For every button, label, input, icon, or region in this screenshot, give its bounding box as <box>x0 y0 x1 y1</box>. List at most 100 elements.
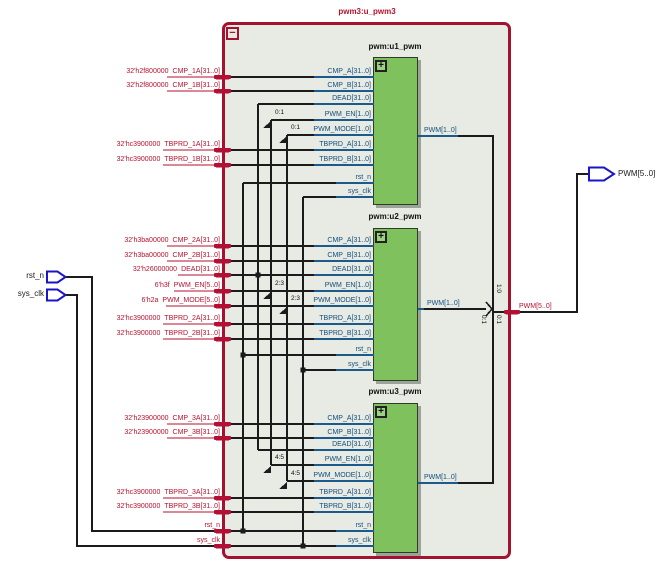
net-value: 32'hc3900000 <box>116 503 161 510</box>
port-label[interactable]: CMP_B[31..0] <box>327 252 371 259</box>
input-port-sys-clk[interactable] <box>46 288 68 302</box>
port-label[interactable]: TBPRD_B[31..0] <box>319 503 371 510</box>
net-value: 32'h3ba00000 <box>124 237 169 244</box>
net-underlines <box>163 76 221 513</box>
port-label-out[interactable]: PWM[1..0] <box>424 127 457 134</box>
slice-label: 0:1 <box>291 124 301 131</box>
net-value: 6'h2a <box>141 297 159 304</box>
net-name: CMP_3B[31..0] <box>172 429 220 436</box>
input-label-sys-clk[interactable]: sys_clk <box>17 289 44 298</box>
slice-label: 4:5 <box>291 470 301 477</box>
merge-label: 0:1 <box>480 315 487 325</box>
instance-block-u2[interactable]: + <box>373 228 418 381</box>
port-stubs <box>314 76 458 547</box>
port-label[interactable]: rst_n <box>355 346 371 353</box>
port-label[interactable]: DEAD[31..0] <box>332 441 371 448</box>
output-net-label[interactable]: PWM[5..0] <box>519 303 552 310</box>
port-label[interactable]: PWM_EN[1..0] <box>324 456 371 463</box>
port-label[interactable]: CMP_B[31..0] <box>327 429 371 436</box>
module-title: pwm3:u_pwm3 <box>338 7 396 16</box>
instance-block-u1[interactable]: + <box>373 57 418 205</box>
net-value: 32'h26000000 <box>132 266 178 273</box>
net-value: 32'hc3900000 <box>116 330 161 337</box>
net-label[interactable]: sys_clk <box>0 536 220 545</box>
port-label[interactable]: sys_clk <box>348 361 371 368</box>
port-label[interactable]: TBPRD_B[31..0] <box>319 156 371 163</box>
port-label[interactable]: PWM_MODE[1..0] <box>313 297 371 304</box>
net-value: 32'h2f800000 <box>126 82 169 89</box>
port-label[interactable]: CMP_B[31..0] <box>327 82 371 89</box>
port-label[interactable]: TBPRD_B[31..0] <box>319 330 371 337</box>
net-name: rst_n <box>204 522 220 529</box>
expand-icon-u2[interactable]: + <box>375 231 387 243</box>
net-value: 6'h3f <box>154 282 170 289</box>
port-label[interactable]: TBPRD_A[31..0] <box>319 489 371 496</box>
net-name: TBPRD_2A[31..0] <box>164 315 220 322</box>
net-name: sys_clk <box>197 537 220 544</box>
input-label-rst-n[interactable]: rst_n <box>26 271 44 280</box>
output-port-pwm[interactable] <box>588 166 616 182</box>
port-label[interactable]: PWM_MODE[1..0] <box>313 472 371 479</box>
slice-label: 0:1 <box>275 109 285 116</box>
net-name: CMP_2A[31..0] <box>172 237 220 244</box>
net-value: 32'hc3900000 <box>116 156 161 163</box>
net-name: TBPRD_3B[31..0] <box>164 503 220 510</box>
net-value: 32'hc3900000 <box>116 315 161 322</box>
collapse-icon[interactable]: − <box>226 27 239 40</box>
port-label[interactable]: rst_n <box>355 174 371 181</box>
junction-dots <box>240 272 306 549</box>
output-label-pwm[interactable]: PWM[5..0] <box>618 169 656 178</box>
port-label[interactable]: TBPRD_A[31..0] <box>319 141 371 148</box>
port-label[interactable]: CMP_A[31..0] <box>327 68 371 75</box>
instance-block-u3[interactable]: + <box>373 403 418 553</box>
net-value: 32'hc3900000 <box>116 489 161 496</box>
port-label[interactable]: DEAD[31..0] <box>332 95 371 102</box>
port-label[interactable]: PWM_EN[1..0] <box>324 282 371 289</box>
port-label[interactable]: sys_clk <box>348 188 371 195</box>
port-label-out[interactable]: PWM[1..0] <box>427 300 460 307</box>
net-label[interactable]: rst_n <box>0 521 220 530</box>
bus-merge-chevron <box>485 301 494 317</box>
port-label-out[interactable]: PWM[1..0] <box>424 474 457 481</box>
port-label[interactable]: CMP_A[31..0] <box>327 415 371 422</box>
net-name: TBPRD_1B[31..0] <box>164 156 220 163</box>
net-name: PWM_EN[5..0] <box>173 282 220 289</box>
net-name: DEAD[31..0] <box>181 266 220 273</box>
expand-icon-u1[interactable]: + <box>375 60 387 72</box>
port-label[interactable]: TBPRD_A[31..0] <box>319 315 371 322</box>
net-name: TBPRD_1A[31..0] <box>164 141 220 148</box>
port-label[interactable]: PWM_EN[1..0] <box>324 111 371 118</box>
expand-icon-u3[interactable]: + <box>375 406 387 418</box>
port-label[interactable]: DEAD[31..0] <box>332 266 371 273</box>
net-name: PWM_MODE[5..0] <box>162 297 220 304</box>
net-value: 32'h23900000 <box>124 429 169 436</box>
port-label[interactable]: PWM_MODE[1..0] <box>313 126 371 133</box>
merge-label: 0:1 <box>495 315 502 325</box>
port-label[interactable]: CMP_A[31..0] <box>327 237 371 244</box>
port-label[interactable]: sys_clk <box>348 537 371 544</box>
slice-label: 2:3 <box>291 295 301 302</box>
input-port-rst-n[interactable] <box>46 270 68 284</box>
port-label[interactable]: rst_n <box>355 522 371 529</box>
net-value: 32'h23900000 <box>124 415 169 422</box>
slice-label: 2:3 <box>275 280 285 287</box>
merge-label: 1:0 <box>495 284 502 294</box>
net-value: 32'h2f800000 <box>126 68 169 75</box>
instance-title-u2: pwm:u2_pwm <box>368 212 422 221</box>
